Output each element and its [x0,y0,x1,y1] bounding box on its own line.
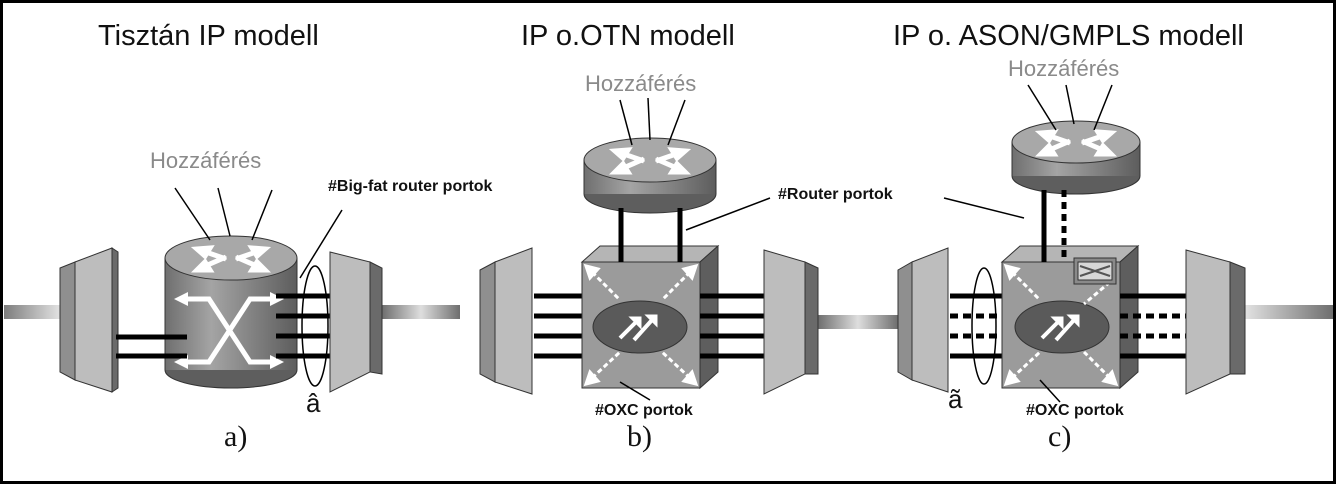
oxc-arrows-icon [583,263,699,387]
access-line-c-3 [1093,84,1113,131]
port-bundle-ellipse-a [301,265,329,387]
port-bundle-ellipse-c [971,267,997,385]
access-line-a-1 [174,187,211,241]
oxc-arrows-icon [1003,263,1119,387]
panel-c [897,84,1333,403]
access-line-b-1 [619,99,633,146]
wdm-panel-right-a [329,251,383,393]
access-line-b-3 [667,99,686,146]
wdm-panel-left-b [479,247,533,395]
pointer-line-b-oxc [619,381,651,401]
title-panel-c: IP o. ASON/GMPLS modell [893,20,1244,52]
mark-c: ã [948,384,963,414]
switch-box-icon [1073,257,1117,285]
access-line-c-1 [1027,84,1057,131]
pointer-line-b-router [685,197,771,231]
fiber-left-a [4,305,60,319]
title-panel-b: IP o.OTN modell [521,20,735,52]
pointer-line-c-oxc [1039,379,1061,403]
caption-a: a) [224,420,248,453]
title-panel-a: Tisztán IP modell [98,20,319,52]
fiber-right-c [1245,305,1333,319]
pointer-line-c-router [943,197,1025,219]
big-fat-router-ports-label: #Big-fat router portok [328,178,493,195]
access-line-c-2 [1065,84,1075,125]
caption-c: c) [1048,420,1072,453]
mark-a: â [306,388,321,418]
router-disk-c [1011,120,1141,195]
router-disk-b [583,137,717,214]
wdm-panel-right-b [763,249,819,395]
access-line-a-2 [217,187,231,237]
router-cylinder-a [164,235,298,389]
access-label-a: Hozzáférés [150,148,262,173]
access-label-b: Hozzáférés [585,71,697,96]
router-arrows-icon [1034,129,1118,157]
router-arrows-icon [190,245,272,273]
oxc-cube-c [1000,244,1140,390]
crossconnect-x-icon [174,292,284,369]
oxc-ports-label-b: #OXC portok [595,402,693,419]
access-line-a-3 [251,189,273,241]
fiber-right-a [382,305,460,319]
oxc-cube-b [580,244,720,390]
caption-b: b) [627,420,652,453]
access-label-c: Hozzáférés [1008,56,1120,81]
access-line-b-2 [647,97,651,141]
fiber-mid-bc [818,315,898,329]
wdm-panel-right-c [1185,249,1246,395]
router-ports-label: #Router portok [778,186,893,203]
panel-b [479,97,898,401]
pointer-line-a [299,209,343,279]
panel-a [4,187,460,393]
oxc-ports-label-c: #OXC portok [1026,402,1124,419]
wdm-panel-left-c [897,247,949,393]
router-arrows-icon [608,147,692,175]
wdm-panel-left-a [59,247,119,393]
